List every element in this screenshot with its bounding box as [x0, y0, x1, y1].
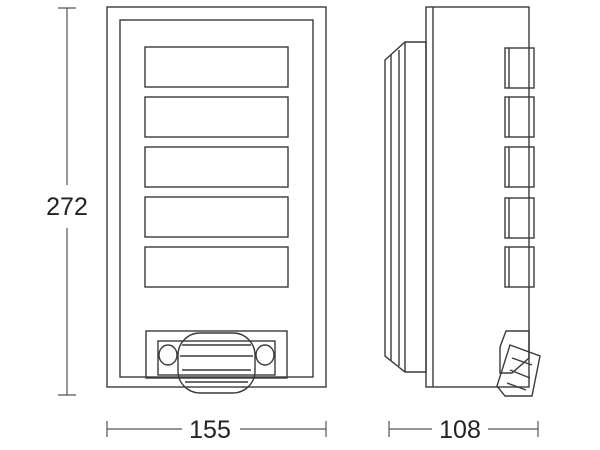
side-sensor-bracket	[499, 330, 530, 374]
depth-dim-label: 108	[439, 416, 481, 444]
front-housing-inner	[119, 19, 314, 378]
front-slat-5	[144, 246, 289, 288]
front-sensor-mount-left	[158, 344, 178, 366]
side-sensor-line-3	[506, 382, 527, 391]
front-slat-1	[144, 46, 289, 88]
front-motion-sensor	[177, 332, 256, 394]
front-slat-2	[144, 96, 289, 138]
front-housing-outer	[106, 6, 327, 388]
side-housing-outer	[425, 6, 530, 388]
front-sensor-bracket	[145, 330, 288, 379]
side-slat-5	[504, 246, 535, 288]
side-motion-sensor	[496, 344, 541, 397]
side-sensor-line-1	[511, 357, 533, 366]
front-sensor-mount-right	[255, 344, 275, 366]
front-view	[106, 6, 327, 394]
side-slat-3	[504, 146, 535, 188]
side-sensor-line-2	[509, 369, 531, 379]
height-dimension	[58, 7, 76, 396]
height-dim-label: 272	[46, 193, 88, 221]
front-width-dimension	[106, 421, 327, 437]
side-slat-2	[504, 96, 535, 138]
front-slat-4	[144, 196, 289, 238]
front-slat-3	[144, 146, 289, 188]
side-view	[384, 6, 541, 397]
side-slat-1	[504, 47, 535, 89]
width-dim-label: 155	[189, 416, 231, 444]
side-depth-dimension	[388, 421, 539, 437]
side-slat-4	[504, 197, 535, 239]
front-sensor-bracket-inner	[157, 340, 276, 376]
